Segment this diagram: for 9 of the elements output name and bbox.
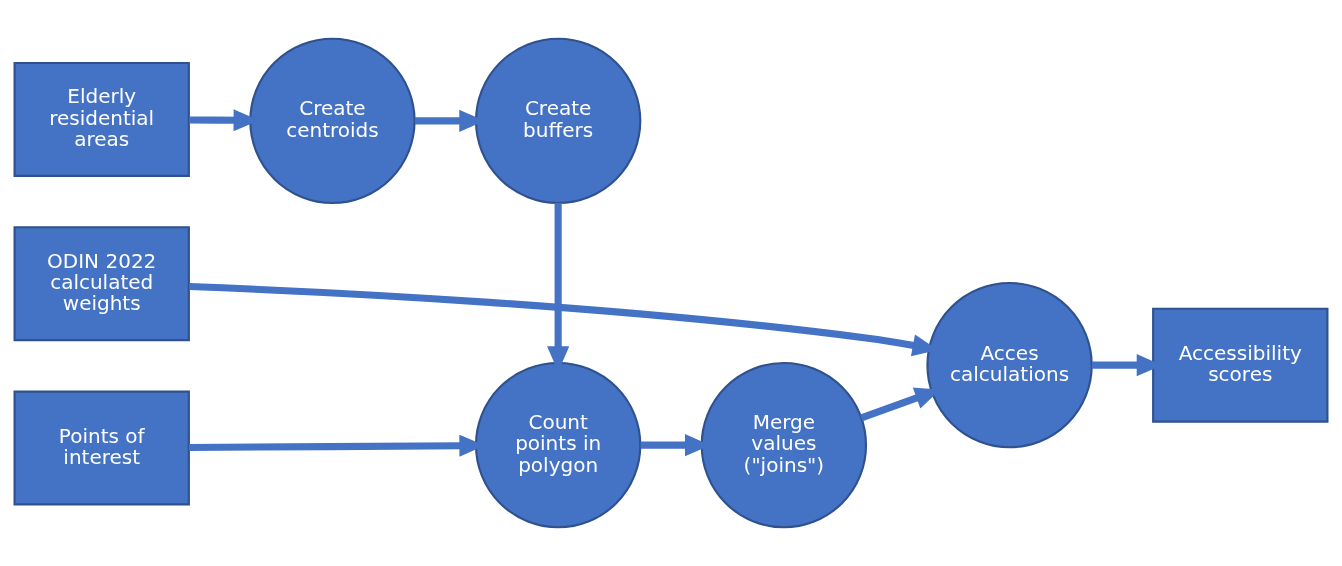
node-box: Points of interest (13, 390, 190, 506)
node-box: Elderly residential areas (13, 61, 190, 177)
node-box: Accessibility scores (1152, 307, 1329, 423)
node-box: ODIN 2022 calculated weights (13, 226, 190, 342)
node-circle: Create centroids (249, 37, 416, 205)
node-circle: Acces calculations (926, 281, 1093, 449)
node-circle: Create buffers (474, 37, 642, 205)
node-circle: Count points in polygon (474, 361, 642, 529)
node-circle: Merge values ("joins") (700, 361, 868, 529)
